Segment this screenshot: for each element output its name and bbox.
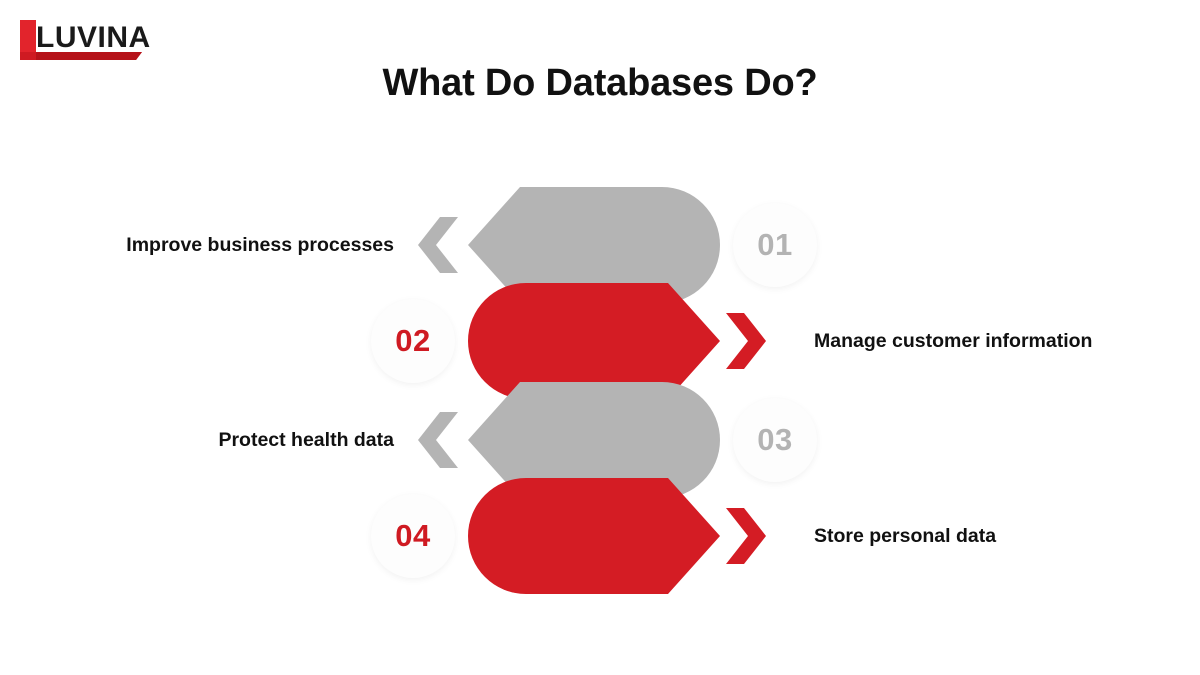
process-row: 04 Store personal data bbox=[0, 478, 1200, 594]
row-number-badge: 02 bbox=[371, 299, 455, 383]
row-banner-red bbox=[468, 283, 720, 399]
process-row: Protect health data 03 bbox=[0, 382, 1200, 498]
chevron-right-icon bbox=[726, 508, 770, 564]
luvina-l-mark-icon bbox=[20, 20, 142, 60]
row-number-badge: 03 bbox=[733, 398, 817, 482]
row-number-badge: 01 bbox=[733, 203, 817, 287]
row-label: Store personal data bbox=[814, 525, 997, 547]
luvina-logo: LUVINA bbox=[14, 18, 150, 64]
process-row: 02 Manage customer information bbox=[0, 283, 1200, 399]
row-label: Protect health data bbox=[218, 429, 394, 451]
row-number-badge: 04 bbox=[371, 494, 455, 578]
row-label: Manage customer information bbox=[814, 330, 1093, 352]
chevron-left-icon bbox=[414, 217, 458, 273]
process-row: Improve business processes 01 bbox=[0, 187, 1200, 303]
row-banner-gray bbox=[468, 187, 720, 303]
chevron-left-icon bbox=[414, 412, 458, 468]
page-title: What Do Databases Do? bbox=[382, 62, 818, 104]
row-banner-red bbox=[468, 478, 720, 594]
chevron-right-icon bbox=[726, 313, 770, 369]
row-banner-gray bbox=[468, 382, 720, 498]
row-label: Improve business processes bbox=[126, 234, 394, 256]
logo-wordmark: LUVINA bbox=[36, 21, 151, 54]
